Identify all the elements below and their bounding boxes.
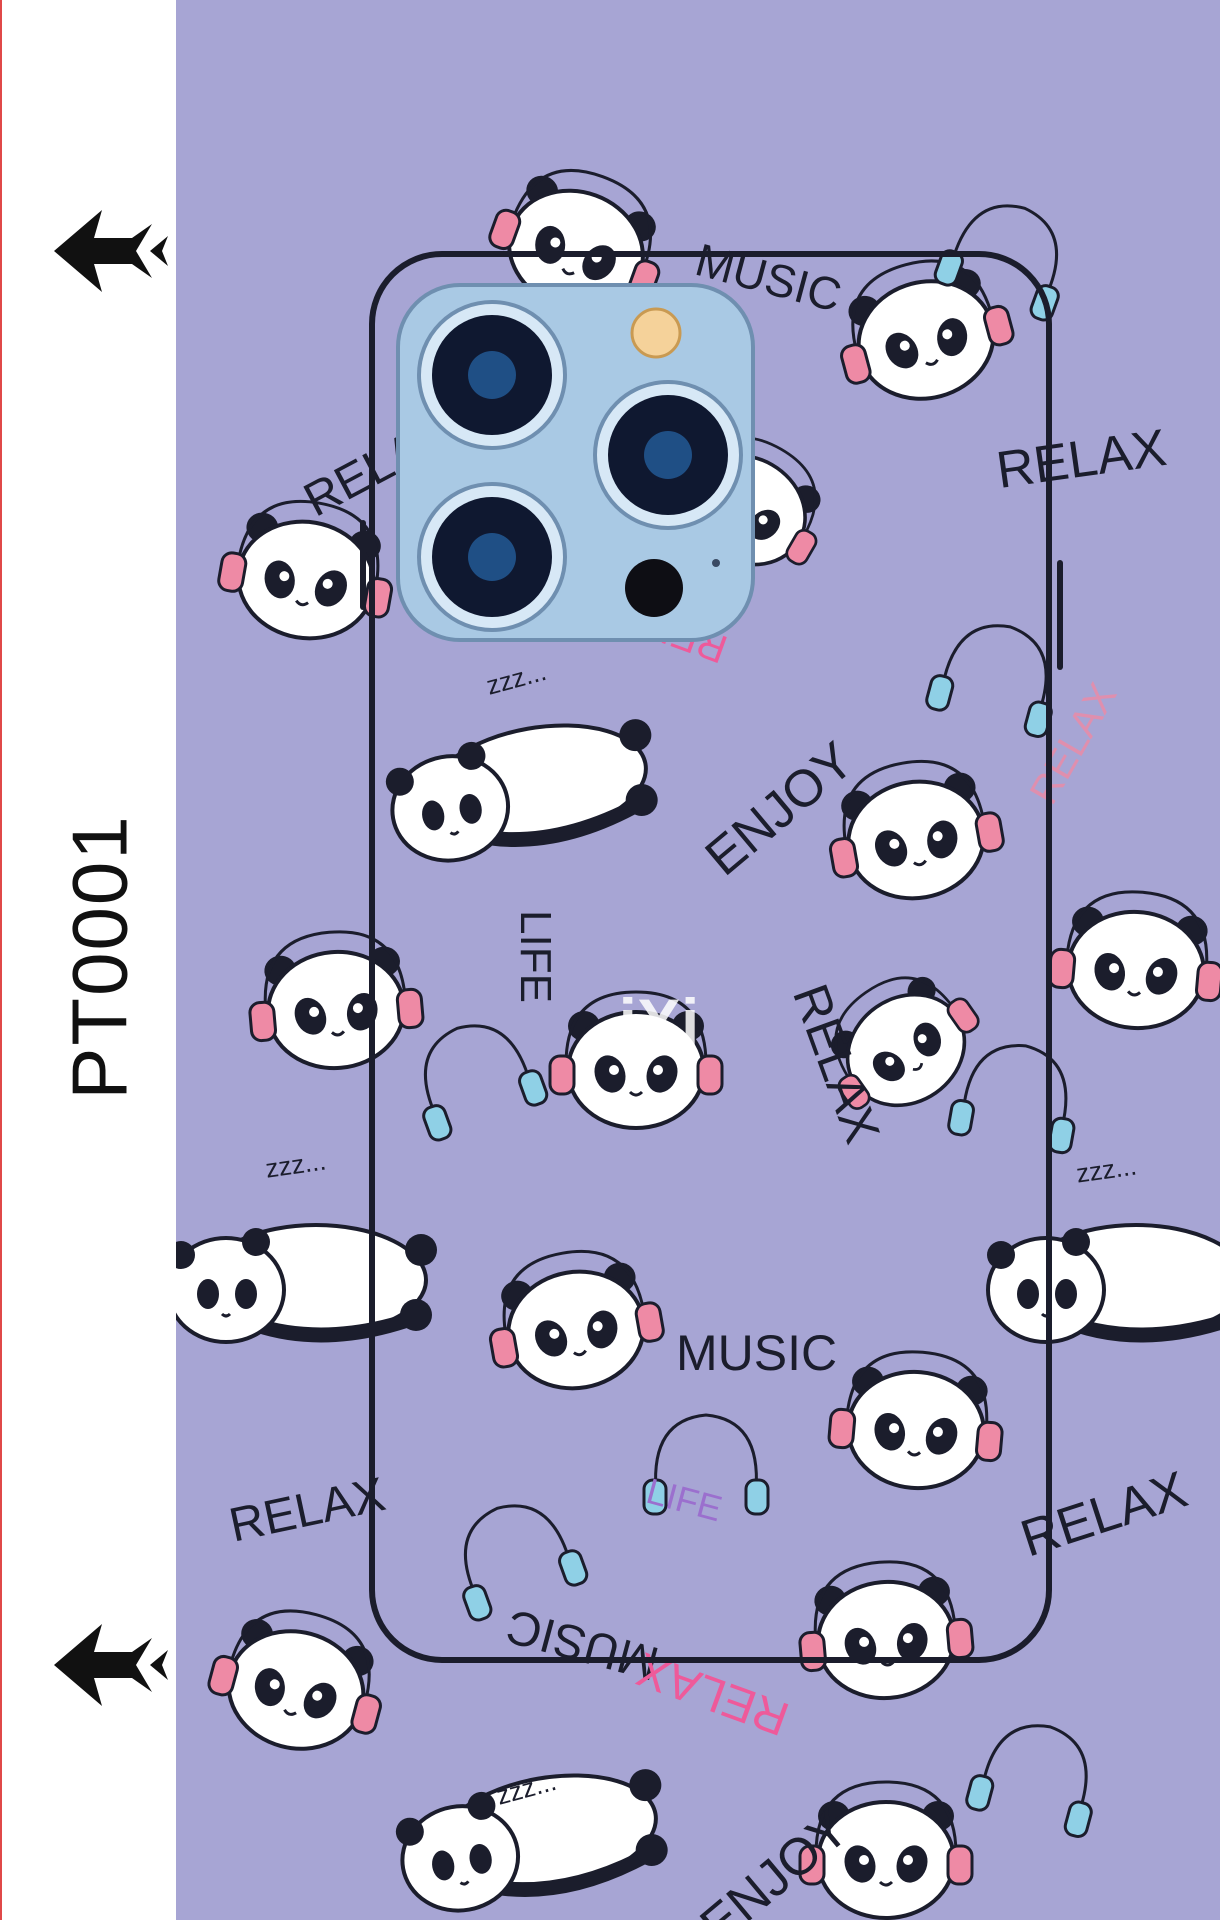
brand-mark: iXi	[619, 985, 700, 1059]
phone-skin-artwork: RELAX RELAX MUSIC ENJOY LIFE RELAX MUSIC…	[176, 0, 1220, 1920]
cut-arrow-icon	[54, 210, 168, 292]
pattern-word: MUSIC	[676, 1325, 837, 1381]
cut-arrow-icon	[54, 1624, 168, 1706]
phone-outline	[369, 251, 1052, 1663]
pattern-word: LIFE	[511, 910, 560, 1003]
side-label-strip: PT0001	[0, 0, 176, 1920]
camera-module	[396, 283, 755, 642]
product-code: PT0001	[55, 814, 144, 1100]
